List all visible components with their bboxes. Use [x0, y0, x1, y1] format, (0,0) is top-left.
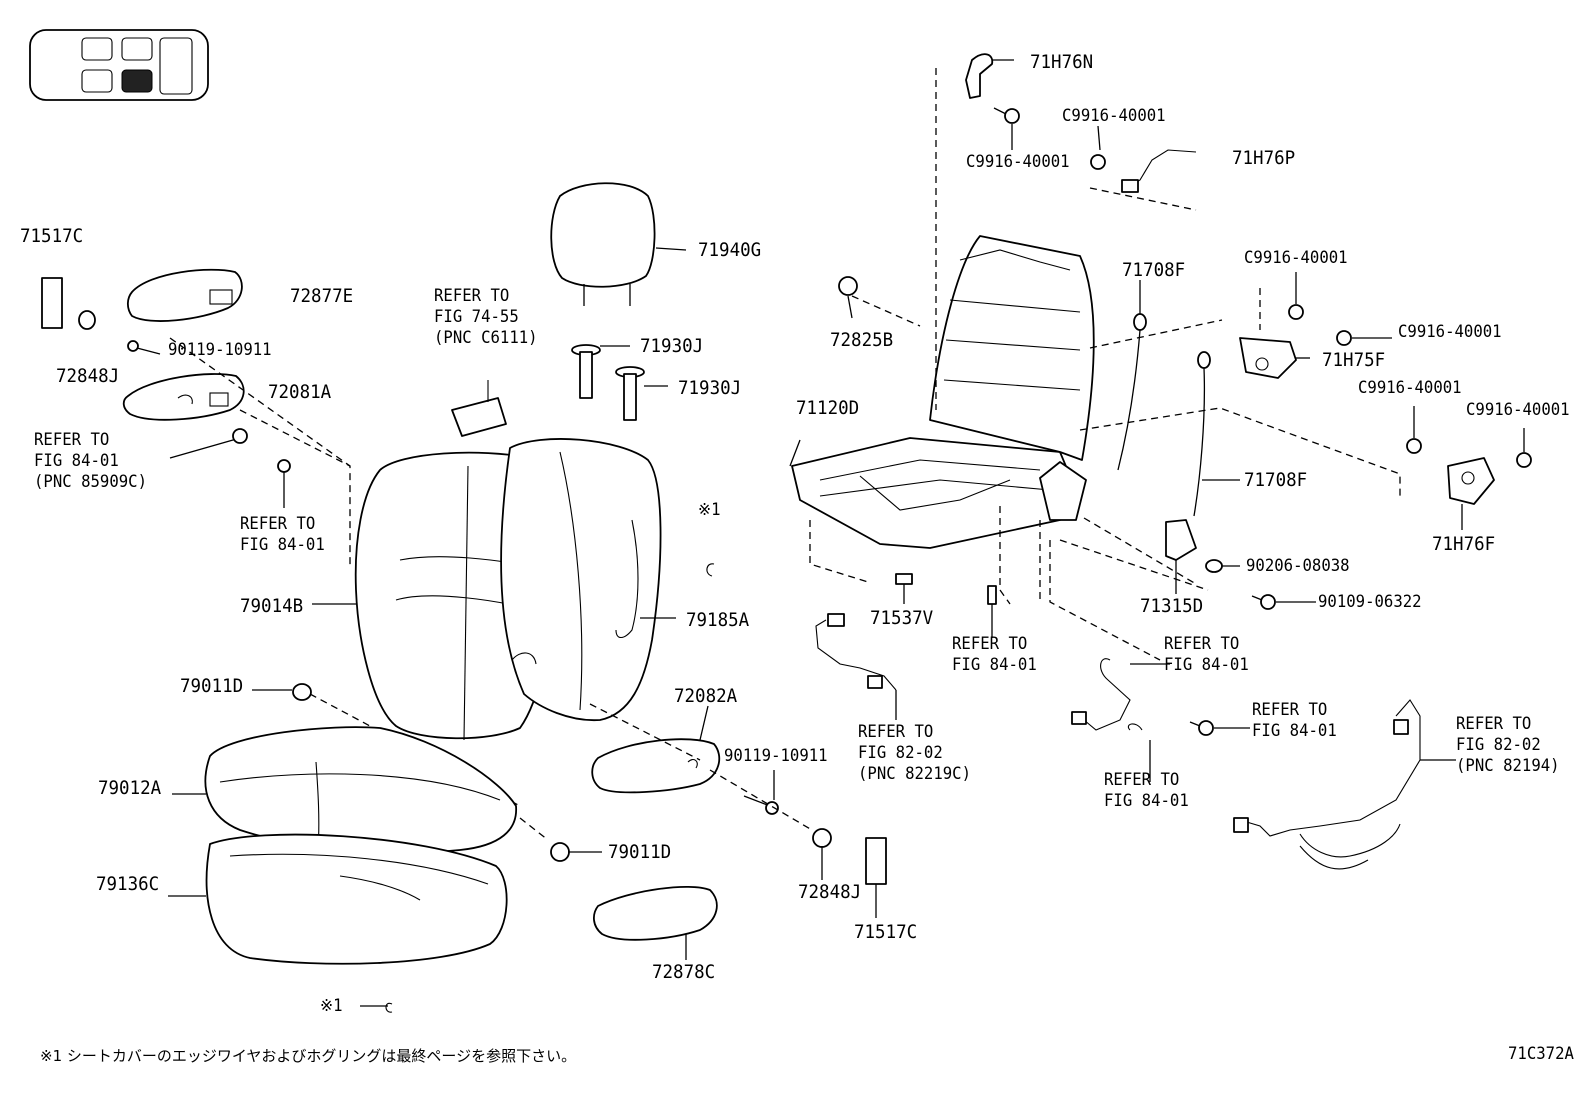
reference-fig-74-55: REFER TO FIG 74-55 (PNC C6111): [434, 286, 538, 348]
cap-icon: [838, 276, 858, 296]
part-number-c9916-c: C9916-40001: [1244, 248, 1348, 268]
part-number-71537v: 71537V: [870, 607, 934, 629]
hog-ring-mark-bottom: ※1: [320, 996, 343, 1016]
part-number-c9916-e: C9916-40001: [1358, 378, 1462, 398]
part-number-72082a: 72082A: [674, 685, 738, 707]
part-number-72848j-bottom: 72848J: [798, 881, 862, 903]
bolt-icon: [993, 107, 1020, 124]
part-number-79185a: 79185A: [686, 609, 750, 631]
bolt-icon: [1251, 594, 1276, 610]
part-number-71315d: 71315D: [1140, 595, 1204, 617]
part-number-90206-08038: 90206-08038: [1246, 556, 1350, 576]
part-number-c9916-f: C9916-40001: [1466, 400, 1570, 420]
part-number-71930j-b: 71930J: [678, 377, 742, 399]
headrest-shape: [550, 182, 656, 306]
tag-icon: [451, 380, 507, 437]
wire-harness-icon: [1071, 658, 1131, 731]
screw-icon: [127, 340, 161, 355]
washer-icon: [1205, 559, 1223, 573]
cover-72081a-shape: [122, 373, 245, 421]
cable-icon: [1121, 149, 1197, 193]
bolt-icon: [1516, 452, 1532, 468]
cover-72877e-shape: [126, 268, 243, 322]
figure-code: 71C372A: [1508, 1044, 1574, 1064]
part-number-c9916-d: C9916-40001: [1398, 322, 1502, 342]
bolt-icon: [1336, 330, 1352, 346]
seat-position-indicator: [29, 29, 209, 101]
part-number-90119-top: 90119-10911: [168, 340, 272, 360]
clip-icon: [78, 310, 96, 330]
rod-icon: [1117, 313, 1211, 517]
wire-harness-icon: [815, 613, 897, 691]
part-number-79011d-top: 79011D: [180, 675, 244, 697]
spacer-icon: [895, 573, 913, 585]
label-sheet-icon: [41, 277, 63, 329]
part-number-c9916-a: C9916-40001: [966, 152, 1070, 172]
label-sheet-icon: [865, 837, 887, 885]
part-number-79136c: 79136C: [96, 873, 160, 895]
bolt-icon: [1288, 304, 1304, 320]
part-number-79011d-bottom: 79011D: [608, 841, 672, 863]
bolt-icon: [1406, 438, 1422, 454]
part-number-72081a: 72081A: [268, 381, 332, 403]
part-number-71708f-a: 71708F: [1122, 259, 1186, 281]
reference-fig-82-02-pnc-82194: REFER TO FIG 82-02 (PNC 82194): [1456, 714, 1560, 776]
footnote: ※1 シートカバーのエッジワイヤおよびホグリングは最終ページを参照下さい。: [40, 1047, 577, 1065]
part-number-71h76n: 71H76N: [1030, 51, 1094, 73]
hog-ring-mark-middle: ※1: [698, 500, 721, 520]
part-number-71517c-top: 71517C: [20, 225, 84, 247]
seat-cushion-pad-shape: [205, 833, 508, 965]
reference-fig-84-01-b: REFER TO FIG 84-01: [952, 634, 1037, 675]
part-number-71930j-a: 71930J: [640, 335, 704, 357]
part-number-71708f-b: 71708F: [1244, 469, 1308, 491]
reference-fig-82-02-pnc-82219c: REFER TO FIG 82-02 (PNC 82219C): [858, 722, 972, 784]
reference-fig-84-01-a: REFER TO FIG 84-01: [240, 514, 325, 555]
wire-harness-icon: [1233, 699, 1421, 870]
part-number-72848j-top: 72848J: [56, 365, 120, 387]
part-number-71h76f: 71H76F: [1432, 533, 1496, 555]
bracket-icon: [965, 53, 994, 99]
bracket-icon: [1447, 457, 1495, 505]
bracket-icon: [1239, 337, 1297, 379]
reference-fig-84-01-c: REFER TO FIG 84-01: [1164, 634, 1249, 675]
reference-fig-84-01-d: REFER TO FIG 84-01: [1252, 700, 1337, 741]
part-number-71120d: 71120D: [796, 397, 860, 419]
clip-icon: [1127, 723, 1143, 731]
headrest-guide-icon: [571, 344, 645, 421]
part-number-90119-bottom: 90119-10911: [724, 746, 828, 766]
cover-72878c-shape: [593, 885, 718, 941]
part-number-72877e: 72877E: [290, 285, 354, 307]
part-number-72878c: 72878C: [652, 961, 716, 983]
seatback-pad-shape: [500, 438, 662, 722]
bolt-icon: [1189, 720, 1214, 736]
screw-icon: [743, 795, 779, 815]
pin-icon: [987, 585, 997, 605]
part-number-90109-06322: 90109-06322: [1318, 592, 1422, 612]
part-number-71940g: 71940G: [698, 239, 762, 261]
cover-72082a-shape: [591, 738, 721, 794]
plate-icon: [1165, 519, 1197, 561]
part-number-72825b: 72825B: [830, 329, 894, 351]
seat-cushion-cover-shape: [204, 726, 517, 854]
bolt-icon: [1090, 154, 1106, 170]
part-number-79014b: 79014B: [240, 595, 304, 617]
seat-frame-shape: [791, 235, 1095, 549]
part-number-71h76p: 71H76P: [1232, 147, 1296, 169]
reference-fig-84-01-e: REFER TO FIG 84-01: [1104, 770, 1189, 811]
reference-fig-84-01-pnc-85909c: REFER TO FIG 84-01 (PNC 85909C): [34, 430, 148, 492]
part-number-71517c-bottom: 71517C: [854, 921, 918, 943]
part-number-c9916-b: C9916-40001: [1062, 106, 1166, 126]
part-number-71h75f: 71H75F: [1322, 349, 1386, 371]
clip-icon: [550, 842, 570, 862]
clip-icon: [812, 828, 832, 848]
part-number-79012a: 79012A: [98, 777, 162, 799]
clip-icon: [292, 683, 312, 701]
